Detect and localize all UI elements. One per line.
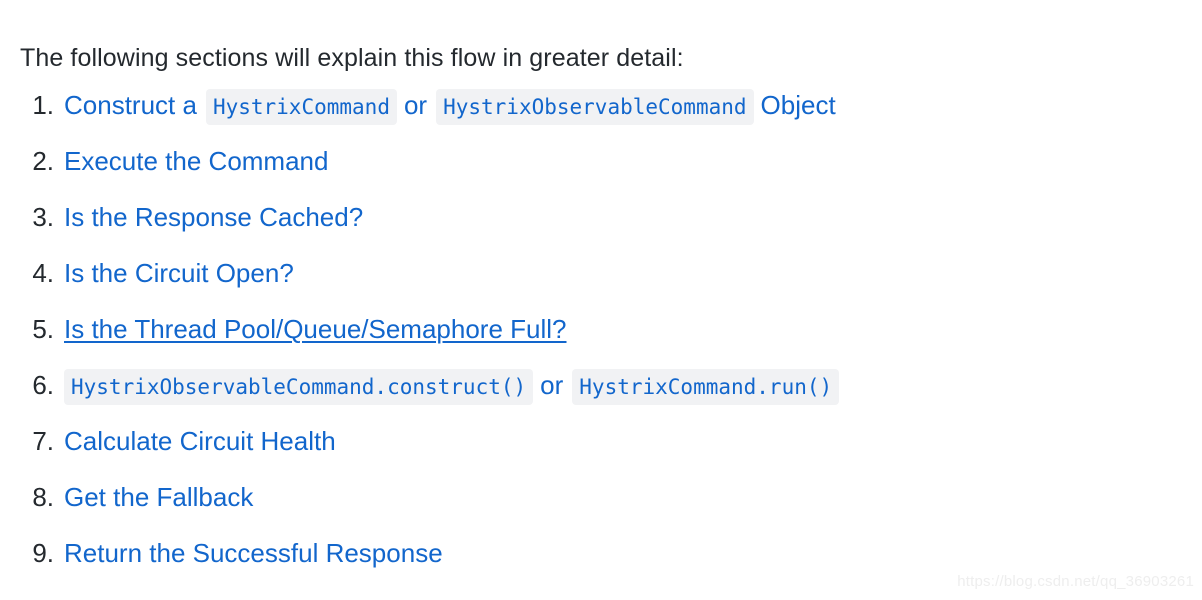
list-item-body: Get the Fallback <box>64 480 253 514</box>
link-text: or <box>540 370 564 400</box>
list-item: 4. Is the Circuit Open? <box>20 256 1202 312</box>
list-item-body: Execute the Command <box>64 144 328 178</box>
list-item-body: Return the Successful Response <box>64 536 443 570</box>
list-item: 9. Return the Successful Response <box>20 536 1202 592</box>
link-text: Return the Successful Response <box>64 538 443 568</box>
step-link-5[interactable]: Is the Thread Pool/Queue/Semaphore Full? <box>64 312 567 346</box>
inline-code: HystrixCommand.run() <box>572 369 840 405</box>
list-item: 6. HystrixObservableCommand.construct()or… <box>20 368 1202 424</box>
list-item-marker: 5. <box>32 314 54 344</box>
step-link-2[interactable]: Execute the Command <box>64 144 328 178</box>
list-item-body: HystrixObservableCommand.construct()or Hy… <box>64 368 840 405</box>
watermark: https://blog.csdn.net/qq_36903261 <box>957 573 1194 590</box>
list-item-marker: 3. <box>32 202 54 232</box>
list-item-body: Is the Circuit Open? <box>64 256 294 290</box>
list-item: 2. Execute the Command <box>20 144 1202 200</box>
list-item-marker: 7. <box>32 426 54 456</box>
link-text: or <box>403 90 428 120</box>
inline-code: HystrixObservableCommand <box>436 89 754 125</box>
list-item: 3. Is the Response Cached? <box>20 200 1202 256</box>
link-text: Construct a <box>64 90 197 120</box>
link-text: Is the Thread Pool/Queue/Semaphore Full? <box>64 314 567 344</box>
list-item: 7. Calculate Circuit Health <box>20 424 1202 480</box>
step-link-9[interactable]: Return the Successful Response <box>64 536 443 570</box>
list-item: 5. Is the Thread Pool/Queue/Semaphore Ful… <box>20 312 1202 368</box>
step-link-4[interactable]: Is the Circuit Open? <box>64 256 294 290</box>
link-text: Get the Fallback <box>64 482 254 512</box>
list-item: 8. Get the Fallback <box>20 480 1202 536</box>
intro-paragraph: The following sections will explain this… <box>20 44 684 72</box>
link-text: Calculate Circuit Health <box>64 426 336 456</box>
list-item-body: Calculate Circuit Health <box>64 424 336 458</box>
step-link-3[interactable]: Is the Response Cached? <box>64 200 363 234</box>
list-item-marker: 4. <box>32 258 54 288</box>
list-item-marker: 9. <box>32 538 54 568</box>
list-item-marker: 2. <box>32 146 54 176</box>
inline-code: HystrixObservableCommand.construct() <box>64 369 534 405</box>
link-text: Execute the Command <box>64 146 329 176</box>
step-link-7[interactable]: Calculate Circuit Health <box>64 424 336 458</box>
step-link-8[interactable]: Get the Fallback <box>64 480 253 514</box>
list-item-marker: 1. <box>32 90 54 120</box>
link-text: Object <box>760 90 836 120</box>
list-item-body: Is the Response Cached? <box>64 200 363 234</box>
list-item-marker: 8. <box>32 482 54 512</box>
link-text: Is the Response Cached? <box>64 202 364 232</box>
list-item-body: Is the Thread Pool/Queue/Semaphore Full? <box>64 312 567 346</box>
inline-code: HystrixCommand <box>205 89 397 125</box>
list-item-marker: 6. <box>32 370 54 400</box>
step-link-6[interactable]: HystrixObservableCommand.construct()or Hy… <box>64 368 840 405</box>
link-text: Is the Circuit Open? <box>64 258 294 288</box>
